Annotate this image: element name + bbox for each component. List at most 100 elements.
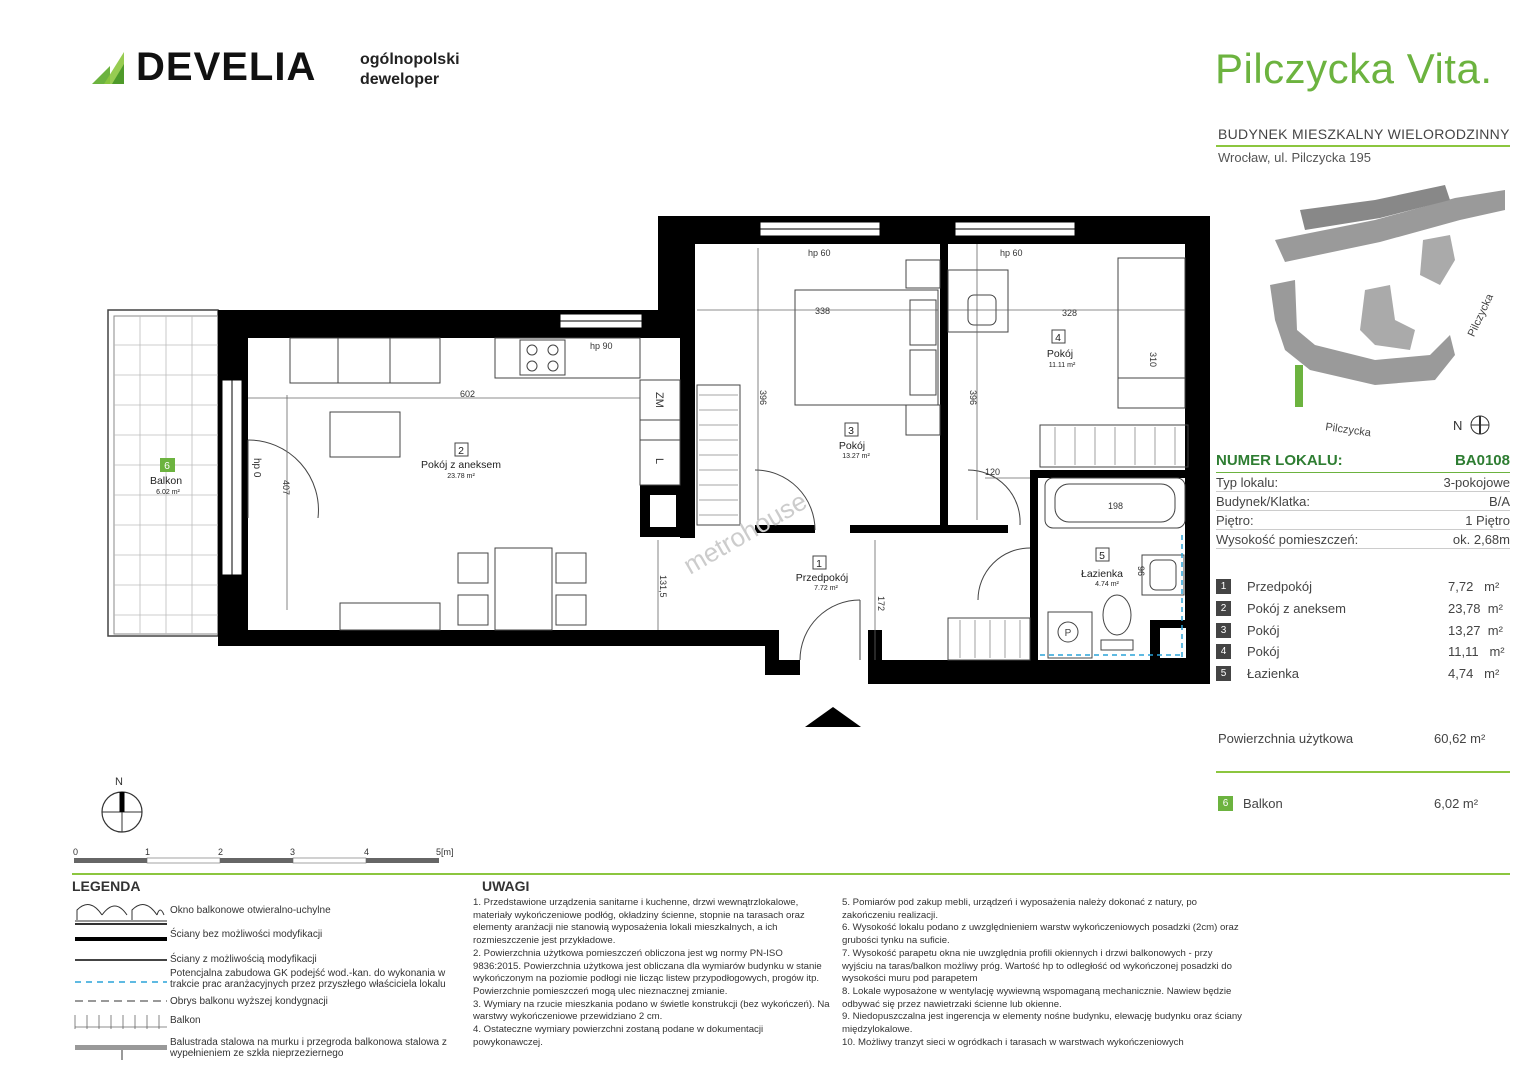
project-name-text: Pilczycka Vita — [1215, 45, 1481, 92]
legend-item-balcony-outline: Obrys balkonu wyższej kondygnacji — [170, 996, 328, 1007]
room-2-area: 23.78 m² — [447, 473, 475, 480]
usable-area-value: 60,62 m² — [1434, 731, 1486, 746]
scale-bar: 0 1 2 3 4 5[m] — [73, 847, 454, 864]
compass-icon — [101, 791, 143, 833]
room-1-area: 7.72 m² — [814, 585, 838, 592]
room-area-unit: m² — [1484, 579, 1500, 595]
street-label-east: Pilczycka — [1466, 291, 1497, 338]
kitchen-unit — [494, 337, 681, 486]
room-number: 2 — [1216, 601, 1231, 617]
note-6: 6. Wysokość lokalu podano z uwzględnieni… — [842, 922, 1239, 947]
kitchen-fridge-label: L — [653, 458, 665, 464]
unit-number-row: NUMER LOKALU: BA0108 — [1216, 452, 1510, 473]
room-5-name: Łazienka — [1081, 568, 1123, 580]
project-name: Pilczycka Vita. — [1215, 45, 1493, 93]
dim-hp90-kitchen: hp 90 — [590, 341, 613, 351]
room-name: Pokój — [1247, 622, 1280, 638]
room-2-number-box — [454, 442, 469, 457]
dim-396-room3: 396 — [758, 390, 768, 405]
dim-407: 407 — [281, 480, 291, 495]
scale-tick-4: 4 — [364, 847, 369, 857]
balcony-number: 6 — [1218, 796, 1233, 811]
tagline-line-2: deweloper — [360, 71, 440, 88]
dim-328: 328 — [1062, 308, 1077, 318]
shaft-inner — [650, 495, 676, 527]
dim-396-room4: 396 — [968, 390, 978, 405]
room-3-area: 13.27 m² — [842, 453, 870, 460]
scale-tick-2: 2 — [218, 847, 223, 857]
room-5-number: 5 — [1099, 550, 1105, 562]
note-4: 4. Ostateczne wymiary powierzchni zostan… — [473, 1024, 764, 1048]
floor-plan: P hp 60 hp 60 hp 90 338 328 602 120 198 … — [107, 216, 1210, 727]
detail-label: Typ lokalu: — [1216, 475, 1279, 490]
room-name: Pokój — [1247, 644, 1280, 660]
room-4-furniture — [947, 257, 1186, 409]
unit-detail-row: Piętro:1 Piętro — [1216, 511, 1510, 530]
unit-info: NUMER LOKALU: BA0108 Typ lokalu: 3-pokojo… — [1216, 452, 1510, 549]
room-area: 13,27 m² — [1448, 623, 1510, 638]
scale-tick-3: 3 — [290, 847, 295, 857]
balcony-label: Balkon — [1243, 796, 1283, 811]
project-name-mark: . — [1480, 45, 1493, 92]
total-divider — [1216, 771, 1510, 773]
dim-hp0-balcony: hp 0 — [251, 458, 262, 478]
wardrobe-hatching — [699, 394, 1176, 658]
room-4-name: Pokój — [1047, 348, 1073, 360]
gk-plumbing-line — [1040, 535, 1183, 660]
bathroom-fixtures — [1044, 477, 1186, 659]
develia-logo: DEVELIA — [90, 45, 316, 90]
legend-title: LEGENDA — [72, 878, 141, 894]
room-name: Pokój z aneksem — [1247, 601, 1346, 617]
dim-120: 120 — [985, 467, 1000, 477]
legend-window-icon — [75, 904, 167, 925]
room-area: 23,78 m² — [1448, 601, 1510, 616]
detail-value: 3-pokojowe — [1443, 475, 1511, 490]
room-number: 1 — [1216, 579, 1231, 595]
site-plan-building-highlight — [1295, 365, 1303, 407]
room-area-unit: m² — [1487, 622, 1503, 638]
compass-label: N — [115, 776, 123, 788]
street-label-south: Pilczycka — [1325, 421, 1373, 439]
tagline-line-1: ogólnopolski — [360, 51, 460, 68]
room-3-number-box — [844, 422, 859, 437]
dim-338: 338 — [815, 306, 830, 316]
kitchen-dishwasher-label: ZM — [653, 392, 665, 408]
entrance-arrow-icon — [805, 707, 861, 727]
dining-set — [339, 547, 587, 631]
room-number: 5 — [1216, 666, 1231, 682]
bed-double — [794, 259, 941, 436]
room-4-number-box — [1051, 329, 1066, 344]
room-row: 3 Pokój 13,27 m² — [1216, 619, 1510, 641]
unit-detail-row: Typ lokalu: 3-pokojowe — [1216, 473, 1510, 492]
detail-label: Wysokość pomieszczeń: — [1216, 532, 1359, 547]
room-area-value: 23,78 — [1448, 601, 1481, 617]
walls — [218, 216, 1210, 684]
header-divider — [1216, 145, 1510, 147]
note-7: 7. Wysokość parapetu okna nie uwzględnia… — [842, 947, 1232, 985]
room-1-number: 1 — [816, 558, 822, 570]
sofa — [289, 337, 441, 458]
washer-label: P — [1065, 628, 1072, 639]
scale-tick-0: 0 — [73, 847, 78, 857]
building-address: Wrocław, ul. Pilczycka 195 — [1218, 150, 1371, 165]
legend-wall-modifiable-icon — [75, 959, 167, 961]
notes-column-2: 5. Pomiarów pod zakup mebli, urządzeń i … — [842, 897, 1242, 1049]
room-row: 2 Pokój z aneksem 23,78 m² — [1216, 598, 1510, 620]
note-2: 2. Powierzchnia użytkowa pomieszczeń obl… — [473, 947, 822, 997]
room-number: 3 — [1216, 622, 1231, 638]
legend-item-wall-modifiable: Ściany z możliwością modyfikacji — [170, 954, 317, 965]
room-area-unit: m² — [1487, 601, 1503, 617]
room-name: Łazienka — [1247, 666, 1300, 682]
dim-131-5: 131,5 — [658, 575, 668, 598]
room-6-name: Balkon — [150, 475, 182, 487]
room-2-name: Pokój z aneksem — [421, 459, 501, 471]
room-area-value: 11,11 — [1448, 644, 1479, 660]
site-plan: Pilczycka Pilczycka N — [1270, 185, 1505, 439]
room-area-value: 4,74 — [1448, 666, 1474, 682]
site-plan-compass-icon — [1470, 415, 1490, 435]
room-area: 11,11 m² — [1448, 644, 1510, 659]
